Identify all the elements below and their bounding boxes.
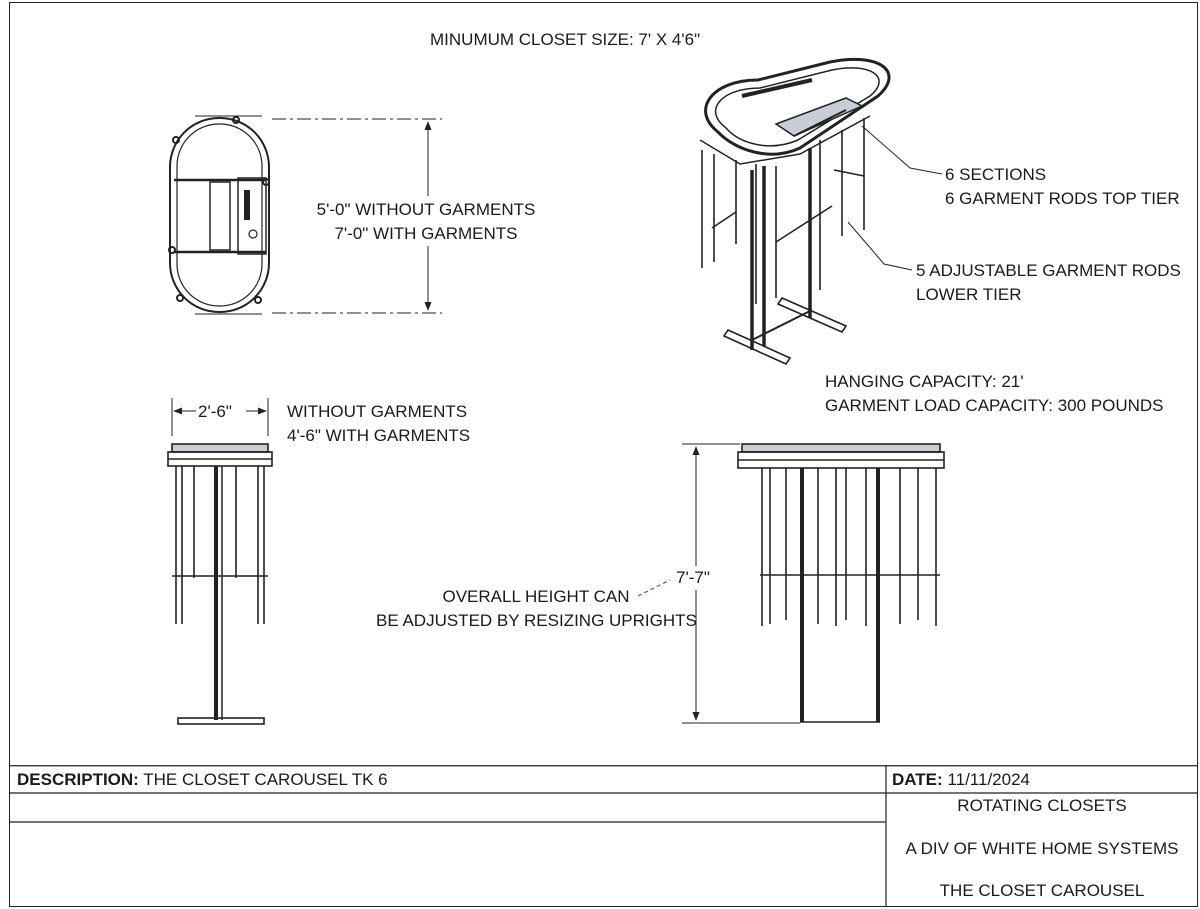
hanging-capacity: HANGING CAPACITY: 21' [825,372,1024,391]
description-value: THE CLOSET CAROUSEL TK 6 [143,770,388,789]
top-view [168,115,270,315]
min-closet-note: MINUMUM CLOSET SIZE: 7' X 4'6" [430,30,701,49]
height-dim-value: 7'-7" [676,566,710,590]
date-label: DATE: [892,770,943,789]
sections-note-line2: 6 GARMENT RODS TOP TIER [945,189,1180,208]
lower-tier-note-line1: 5 ADJUSTABLE GARMENT RODS [916,261,1181,280]
width-note-line2: 4'-6" WITH GARMENTS [287,426,471,445]
height-note-leader [637,579,671,597]
depth-note-line2: 7'-0" WITH GARMENTS [334,224,518,243]
title-block-grid [9,765,1198,907]
company-line1: ROTATING CLOSETS [957,796,1127,815]
date-cell: DATE: 11/11/2024 [892,768,1030,792]
front-view [167,443,273,725]
capacity-note: HANGING CAPACITY: 21' GARMENT LOAD CAPAC… [825,370,1164,418]
height-note-line1: OVERALL HEIGHT CAN [442,587,630,606]
sections-note: 6 SECTIONS 6 GARMENT RODS TOP TIER [945,163,1180,211]
width-dimension [171,398,269,436]
title-block: DESCRIPTION: THE CLOSET CAROUSEL TK 6 DA… [9,765,1198,907]
side-view [737,443,945,723]
depth-dimension [272,118,442,314]
company-line2: A DIV OF WHITE HOME SYSTEMS [905,839,1179,858]
date-value: 11/11/2024 [947,770,1030,789]
lower-tier-note-line2: LOWER TIER [916,285,1022,304]
leader-lines [847,125,943,271]
isometric-view [699,57,891,366]
depth-note-line1: 5'-0" WITHOUT GARMENTS [316,200,536,219]
height-note: OVERALL HEIGHT CAN BE ADJUSTED BY RESIZI… [376,585,697,633]
height-note-line2: BE ADJUSTED BY RESIZING UPRIGHTS [376,611,697,630]
depth-note: 5'-0" WITHOUT GARMENTS 7'-0" WITH GARMEN… [300,198,552,246]
description-cell: DESCRIPTION: THE CLOSET CAROUSEL TK 6 [17,768,388,792]
width-note-line1: WITHOUT GARMENTS [287,402,468,421]
load-capacity: GARMENT LOAD CAPACITY: 300 POUNDS [825,396,1164,415]
drawing-frame [9,2,1198,907]
description-label: DESCRIPTION: [17,770,139,789]
company-line3: THE CLOSET CAROUSEL [939,881,1145,900]
width-note: WITHOUT GARMENTS 4'-6" WITH GARMENTS [287,400,470,448]
sections-note-line1: 6 SECTIONS [945,165,1047,184]
lower-tier-note: 5 ADJUSTABLE GARMENT RODS LOWER TIER [916,259,1181,307]
width-dim-value: 2'-6" [198,402,232,421]
